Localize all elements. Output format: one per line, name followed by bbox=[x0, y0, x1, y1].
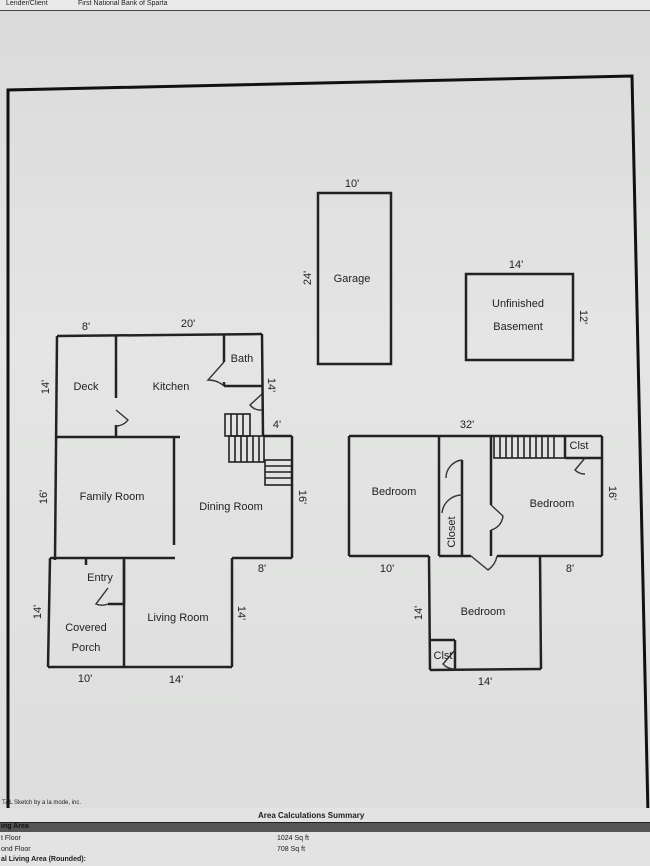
dim-bottom-porch: 10' bbox=[78, 673, 92, 685]
dim-right-kitchen: 14' bbox=[265, 378, 277, 392]
second-floor bbox=[347, 434, 604, 672]
basement-dim-side: 12' bbox=[577, 310, 589, 324]
summary-row-second-floor: ond Floor 708 Sq ft bbox=[0, 846, 650, 856]
basement-dim-top: 14' bbox=[509, 259, 523, 271]
basement: Unfinished Basement 14' 12' bbox=[464, 259, 589, 362]
room-dining: Dining Room bbox=[199, 501, 263, 513]
dim-2f-bottom: 14' bbox=[478, 676, 492, 688]
lender-label: Lender/Client bbox=[6, 0, 48, 7]
room-closet: Closet bbox=[446, 516, 458, 547]
dim-2f-bottom-right: 8' bbox=[566, 563, 574, 575]
room-living: Living Room bbox=[147, 612, 208, 624]
garage: Garage 10' 24' bbox=[302, 178, 393, 366]
room-deck: Deck bbox=[73, 381, 99, 393]
sketch-credit: TAL Sketch by a la mode, inc. bbox=[2, 800, 82, 806]
first-floor-stairs bbox=[224, 413, 293, 486]
dim-left-family: 16' bbox=[38, 490, 50, 504]
first-floor-doors bbox=[94, 361, 263, 606]
lender-value: First National Bank of Sparta bbox=[78, 0, 168, 7]
garage-dim-side: 24' bbox=[302, 271, 314, 285]
dim-2f-bottom-left: 10' bbox=[380, 563, 394, 575]
dim-step: 4' bbox=[273, 419, 281, 431]
row-label: al Living Area (Rounded): bbox=[1, 856, 86, 863]
basement-label-1: Unfinished bbox=[492, 298, 544, 310]
dim-top-kitchen: 20' bbox=[181, 318, 195, 330]
second-floor-doors bbox=[441, 457, 586, 670]
row-label: ond Floor bbox=[1, 846, 31, 853]
first-floor bbox=[46, 332, 294, 669]
summary-row-first-floor: t Floor 1024 Sq ft bbox=[0, 835, 650, 845]
summary-header-bar bbox=[0, 822, 650, 832]
first-floor-labels: Deck Kitchen Bath Family Room Dining Roo… bbox=[32, 318, 308, 686]
sketch-frame bbox=[6, 74, 650, 818]
garage-label: Garage bbox=[334, 273, 371, 285]
dim-2f-left-bottom: 14' bbox=[413, 606, 425, 620]
room-entry: Entry bbox=[87, 572, 113, 584]
room-bedroom-right: Bedroom bbox=[530, 498, 575, 510]
basement-label-2: Basement bbox=[493, 321, 543, 333]
dim-bottom-living: 14' bbox=[169, 674, 183, 686]
dim-right-living: 14' bbox=[235, 606, 247, 620]
room-porch-1: Covered bbox=[65, 622, 107, 634]
summary-section-head: ing Area bbox=[1, 823, 29, 830]
dim-left-deck: 14' bbox=[40, 380, 52, 394]
room-family: Family Room bbox=[80, 491, 145, 503]
dim-right-dining: 16' bbox=[296, 490, 308, 504]
second-floor-labels: Bedroom Closet Bedroom Clst Bedroom Clst… bbox=[372, 419, 618, 688]
row-label: t Floor bbox=[1, 835, 21, 842]
row-value: 1024 Sq ft bbox=[277, 835, 309, 842]
garage-dim-top: 10' bbox=[345, 178, 359, 190]
second-floor-stairs bbox=[493, 435, 566, 459]
room-bedroom-bottom: Bedroom bbox=[461, 606, 506, 618]
dim-dining-bottom: 8' bbox=[258, 563, 266, 575]
row-value: 708 Sq ft bbox=[277, 846, 306, 853]
report-header: Lender/Client First National Bank of Spa… bbox=[0, 0, 650, 11]
area-summary: Area Calculations Summary ing Area t Flo… bbox=[0, 808, 650, 866]
room-bath: Bath bbox=[231, 353, 254, 365]
room-bedroom-left: Bedroom bbox=[372, 486, 417, 498]
dim-left-porch: 14' bbox=[32, 605, 44, 619]
summary-row-total: al Living Area (Rounded): bbox=[0, 856, 650, 866]
room-clst-top: Clst bbox=[570, 440, 589, 452]
summary-title: Area Calculations Summary bbox=[258, 811, 365, 820]
room-clst-bottom: Clst bbox=[434, 650, 453, 662]
dim-2f-top: 32' bbox=[460, 419, 474, 431]
room-porch-2: Porch bbox=[72, 642, 101, 654]
dim-2f-right: 16' bbox=[606, 486, 618, 500]
room-kitchen: Kitchen bbox=[153, 381, 190, 393]
dim-top-deck: 8' bbox=[82, 321, 90, 333]
